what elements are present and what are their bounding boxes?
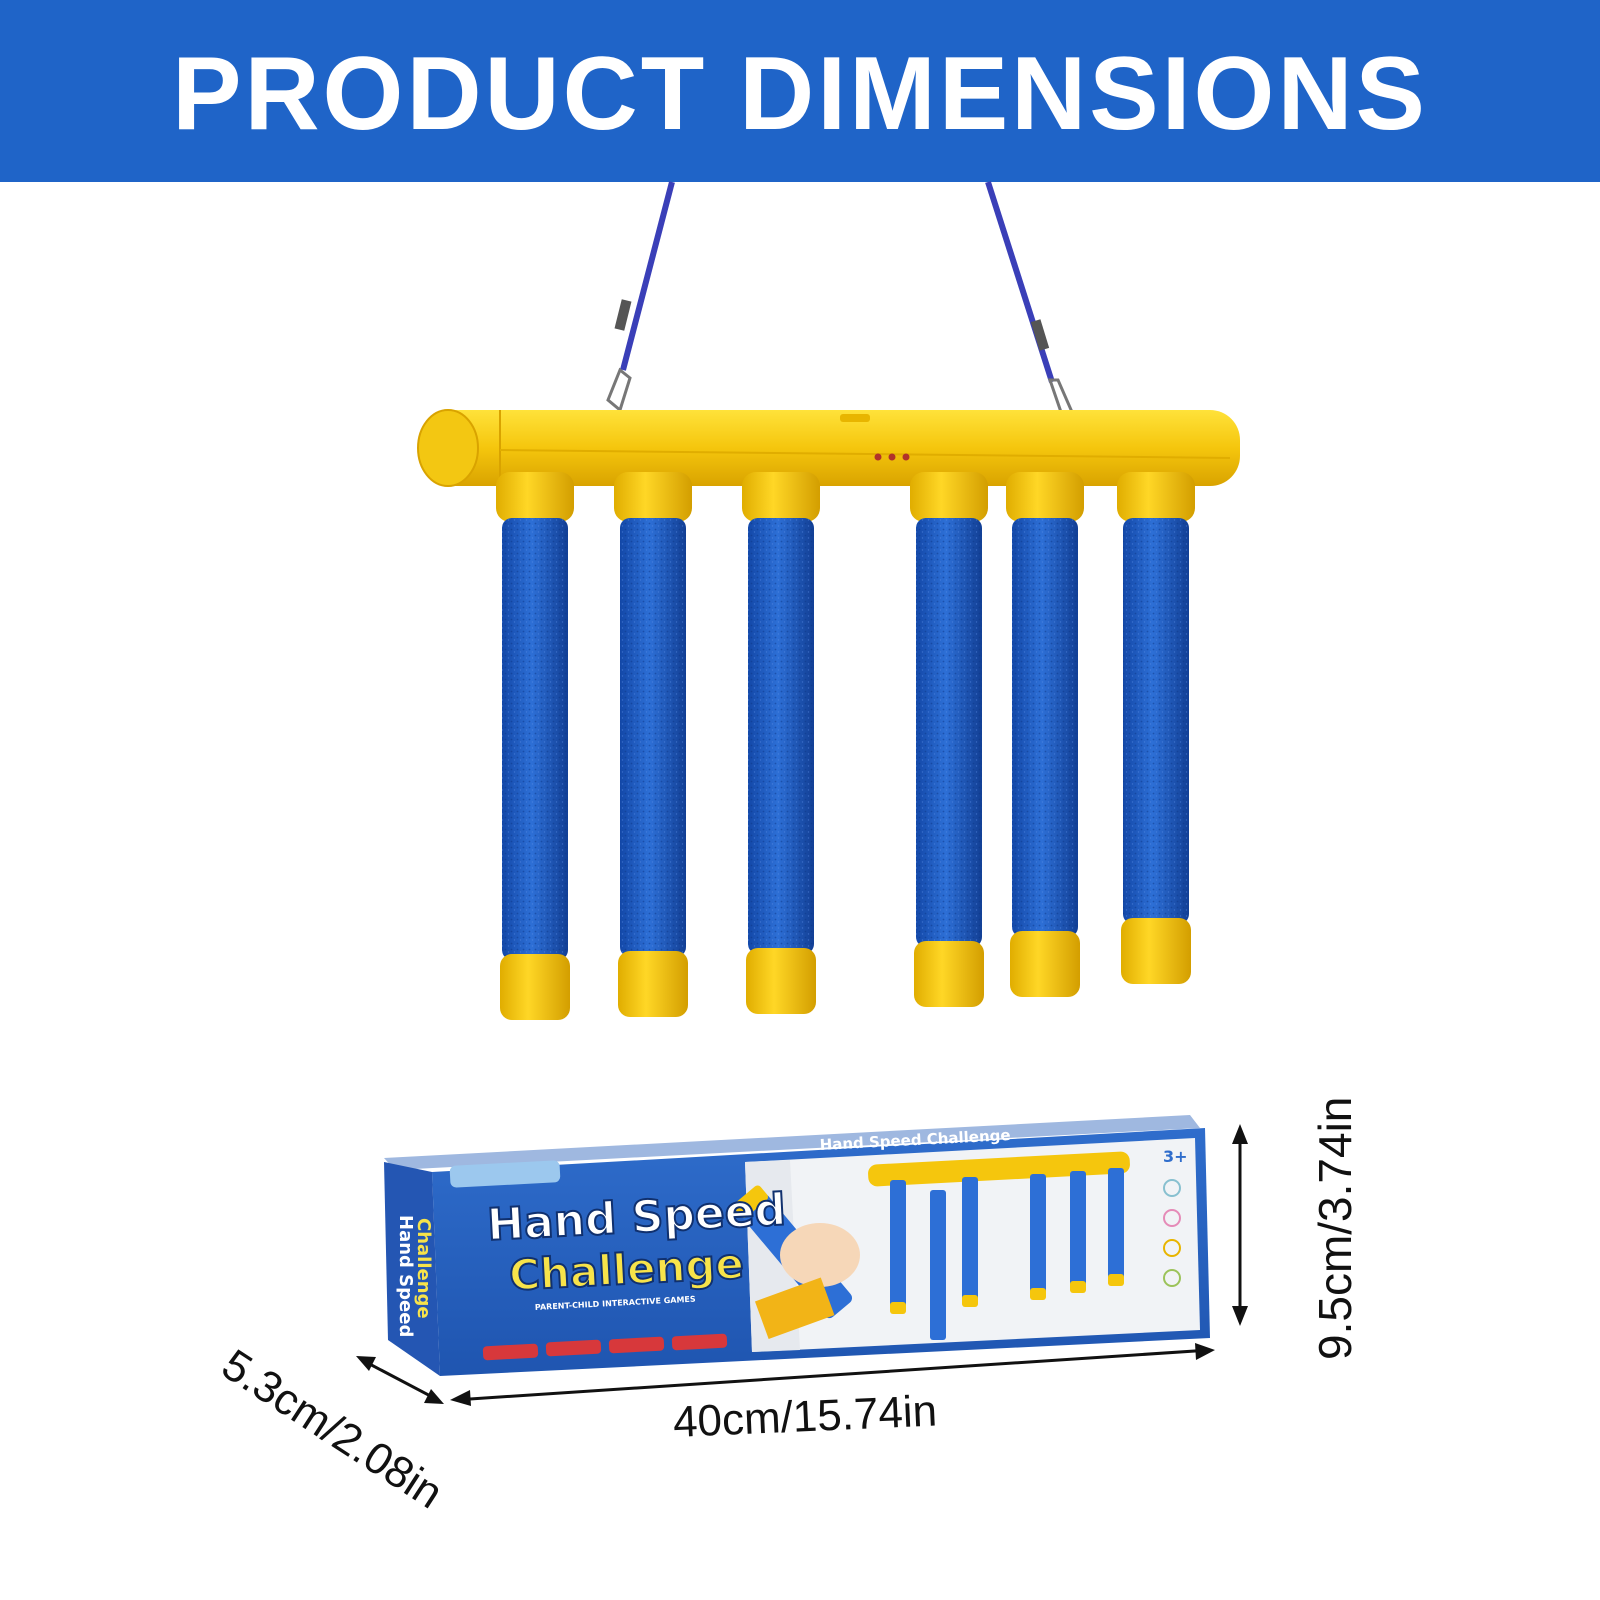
foam-stick (496, 472, 574, 1020)
height-arrow (1232, 1124, 1248, 1326)
box-image-stick (1070, 1171, 1086, 1293)
foam-stick (1006, 472, 1084, 997)
box-image-stick (1030, 1174, 1046, 1300)
banner-title: PRODUCT DIMENSIONS (172, 35, 1428, 152)
width-arrow (450, 1343, 1215, 1406)
depth-arrow (356, 1356, 444, 1404)
header-banner: PRODUCT DIMENSIONS (0, 0, 1600, 182)
box-image-stick (890, 1180, 906, 1314)
foam-stick (742, 472, 820, 1014)
box-side-title-1: Hand Speed (395, 1215, 416, 1337)
foam-stick (910, 472, 988, 1007)
box-side-title-2: Challenge (413, 1218, 434, 1319)
game-top-bar (417, 409, 1240, 487)
box-image-falling-stick (930, 1190, 946, 1340)
box-image-stick (962, 1177, 978, 1307)
foam-stick (614, 472, 692, 1017)
svg-text:3+: 3+ (1163, 1147, 1188, 1166)
box-side-face (384, 1162, 440, 1376)
foam-stick (1117, 472, 1195, 984)
height-label: 9.5cm/3.74in (1309, 1096, 1361, 1360)
product-box: Hand Speed Challenge 3+ Hand Speed Chall… (384, 1115, 1210, 1376)
hanging-rope (606, 181, 1075, 417)
box-image-stick (1108, 1168, 1124, 1286)
foam-sticks (496, 472, 1195, 1020)
